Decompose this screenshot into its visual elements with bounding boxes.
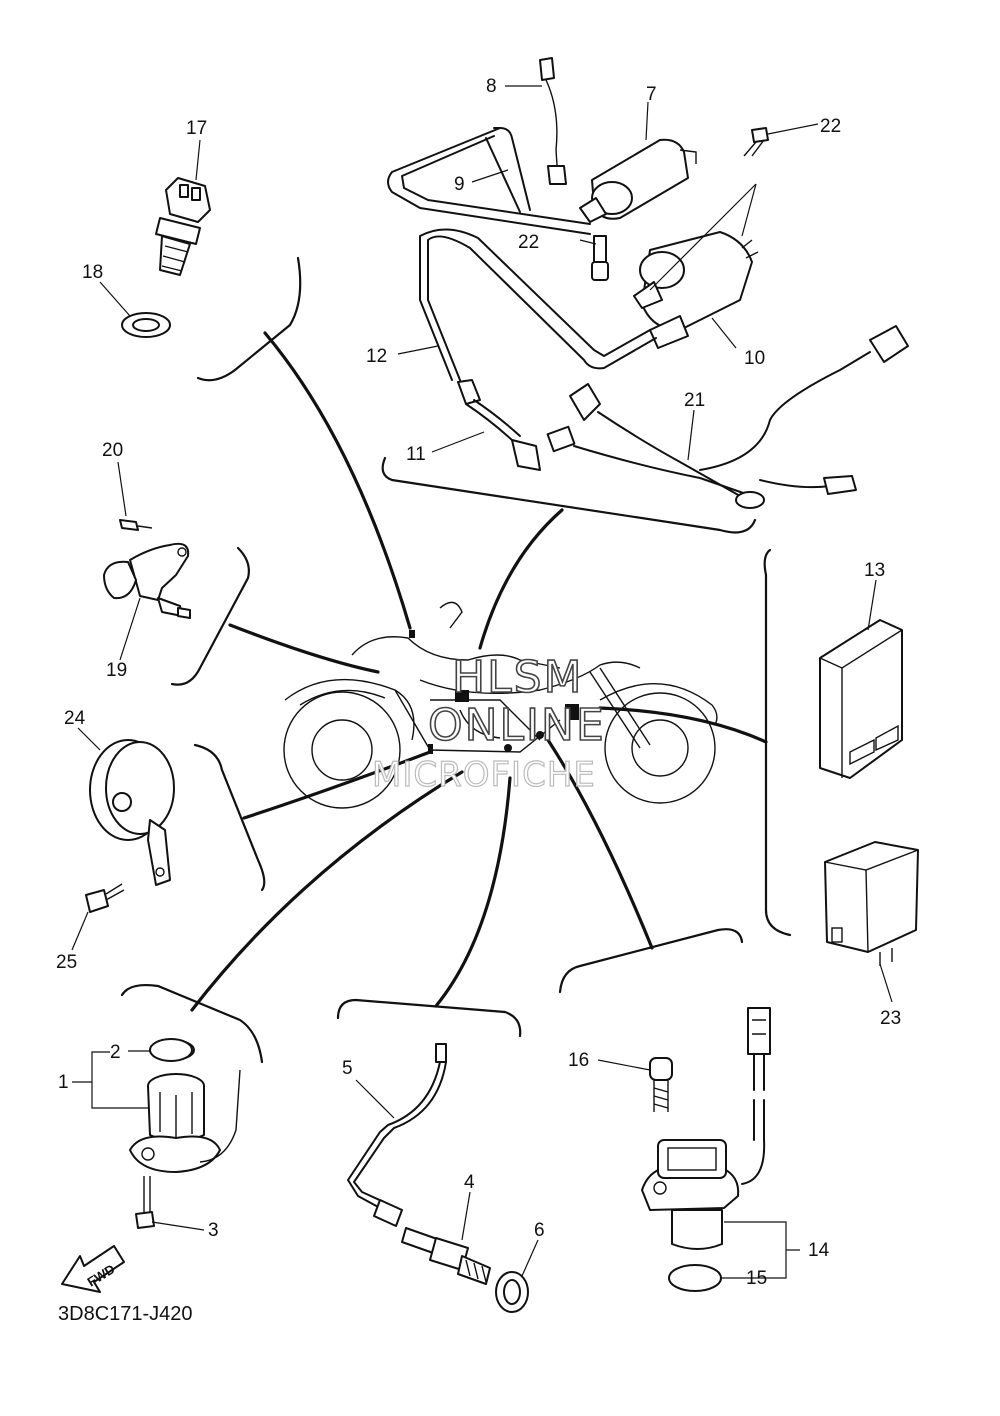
spark-plug-part	[401, 1227, 491, 1285]
o-ring-part	[149, 1038, 193, 1062]
coil-bolt-part	[135, 1176, 155, 1229]
callout-25: 25	[56, 952, 77, 973]
speed-sensor-part	[103, 519, 191, 619]
svg-text:HLSM: HLSM	[452, 652, 584, 703]
callout-8: 8	[486, 76, 497, 97]
callout-15: 15	[746, 1268, 767, 1289]
callout-21: 21	[684, 390, 705, 411]
horn-bolt-part	[85, 883, 125, 913]
ignition-coil-7-part	[579, 138, 697, 223]
callout-numbers: 1 2 3 4 5 6 7 8 9 10 11 12 13 14 15 16 1…	[56, 76, 901, 1289]
callout-9: 9	[454, 174, 465, 195]
ecu-part	[819, 619, 903, 779]
callout-24: 24	[64, 708, 86, 729]
motorcycle-outline	[283, 601, 718, 809]
callout-14: 14	[808, 1240, 830, 1261]
callout-13: 13	[864, 560, 885, 581]
leader-lines	[190, 331, 768, 1012]
callout-18: 18	[82, 262, 103, 283]
callout-20: 20	[102, 440, 123, 461]
callout-lines	[71, 85, 893, 1279]
callout-1: 1	[58, 1072, 69, 1093]
diagram-code: 3D8C171-J420	[58, 1303, 193, 1325]
horn-part	[89, 739, 175, 886]
gasket-part	[121, 312, 171, 338]
callout-7: 7	[646, 84, 657, 105]
callout-23: 23	[880, 1008, 901, 1029]
bolt-22-lower-part	[591, 235, 609, 281]
callout-19: 19	[106, 660, 127, 681]
callout-22-lower: 22	[518, 232, 539, 253]
callout-5: 5	[342, 1058, 353, 1079]
callout-2: 2	[110, 1042, 121, 1063]
tube-9-part	[387, 127, 591, 235]
thermo-sensor-part	[155, 177, 211, 276]
relay-part	[824, 841, 919, 966]
callout-12: 12	[366, 346, 387, 367]
fwd-arrow-icon: FWD	[61, 1245, 125, 1293]
harness-21-part	[546, 325, 909, 509]
washer-part	[495, 1271, 529, 1313]
watermark: HLSM ONLINE MICROFICHE	[371, 651, 606, 795]
callout-16: 16	[568, 1050, 589, 1071]
pickup-coil-part	[129, 1039, 241, 1173]
plug-cap-8-part	[539, 57, 567, 185]
callout-22-upper: 22	[820, 116, 841, 137]
callout-17: 17	[186, 118, 207, 139]
sensor-bolt-part	[649, 1057, 673, 1112]
callout-10: 10	[744, 348, 765, 369]
callout-6: 6	[534, 1220, 545, 1241]
callout-11: 11	[406, 444, 426, 465]
callout-4: 4	[464, 1172, 475, 1193]
svg-text:ONLINE: ONLINE	[428, 700, 606, 751]
sensor-o-ring-part	[668, 1264, 722, 1292]
callout-3: 3	[208, 1220, 219, 1241]
spark-plug-cable-part	[347, 1043, 447, 1227]
spark-cable-12-part	[419, 228, 657, 381]
bolt-22-upper-part	[743, 127, 769, 157]
crank-sensor-part	[641, 1007, 771, 1250]
svg-text:MICROFICHE: MICROFICHE	[372, 755, 596, 795]
plug-cap-11-part	[457, 379, 541, 471]
ignition-coil-10-part	[633, 231, 759, 349]
